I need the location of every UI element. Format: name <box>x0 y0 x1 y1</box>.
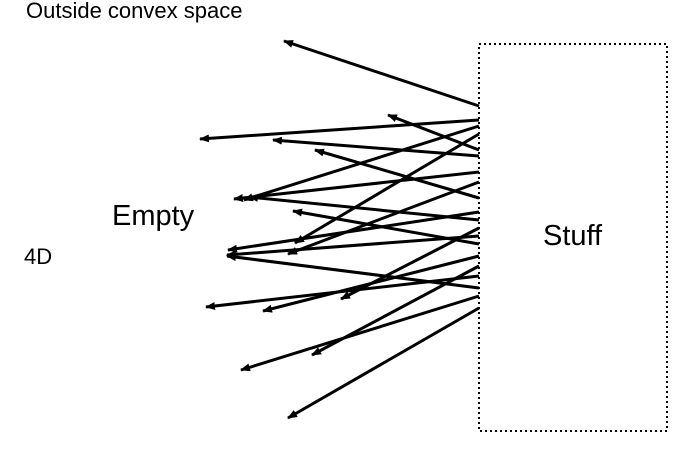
arrow <box>287 306 480 420</box>
arrow <box>248 193 480 222</box>
arrow <box>240 294 480 372</box>
arrow <box>287 180 480 256</box>
stuff-region-label: Stuff <box>543 220 603 252</box>
arrow <box>227 210 480 253</box>
arrow <box>272 136 480 158</box>
arrow <box>262 254 480 313</box>
empty-region-label: Empty <box>112 200 195 232</box>
arrow <box>387 113 480 152</box>
arrow <box>292 208 480 246</box>
dimension-label: 4D <box>24 244 53 269</box>
arrow <box>233 170 480 202</box>
arrow <box>226 234 480 259</box>
arrow <box>205 274 480 310</box>
arrow <box>199 118 480 143</box>
outside-convex-space-label: Outside convex space <box>26 0 243 23</box>
arrow <box>283 39 480 108</box>
arrow-group <box>199 39 480 420</box>
arrow <box>226 253 480 290</box>
arrow <box>314 148 480 200</box>
